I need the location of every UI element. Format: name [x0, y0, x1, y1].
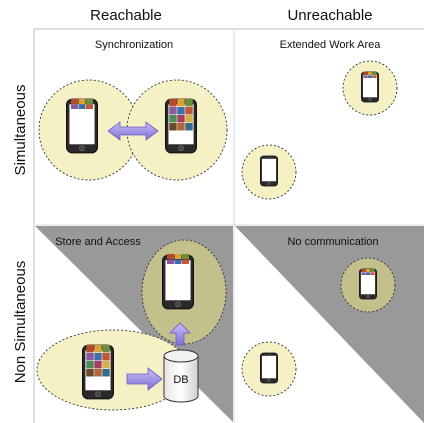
- phone-icon: [361, 71, 379, 103]
- caption-extended-work-area: Extended Work Area: [280, 39, 382, 51]
- header-reachable: Reachable: [90, 7, 162, 24]
- row-label-non-simultaneous: Non Simultaneous: [12, 261, 29, 384]
- caption-synchronization: Synchronization: [95, 39, 173, 51]
- phone-icon: [66, 98, 98, 154]
- double-arrow-icon: [107, 121, 159, 141]
- phone-icon: [162, 254, 194, 310]
- caption-no-communication: No communication: [287, 236, 378, 248]
- caption-store-and-access: Store and Access: [55, 236, 141, 248]
- phone-icon: [165, 98, 197, 154]
- phone-icon: [260, 155, 278, 187]
- arrow-icon: [169, 322, 191, 346]
- header-unreachable: Unreachable: [287, 7, 372, 24]
- phone-icon: [359, 268, 377, 300]
- row-label-simultaneous: Simultaneous: [12, 85, 29, 176]
- phone-icon: [260, 352, 278, 384]
- phone-icon: [82, 344, 114, 400]
- database-icon: [163, 349, 199, 403]
- database-label: DB: [173, 374, 188, 386]
- arrow-icon: [126, 367, 163, 391]
